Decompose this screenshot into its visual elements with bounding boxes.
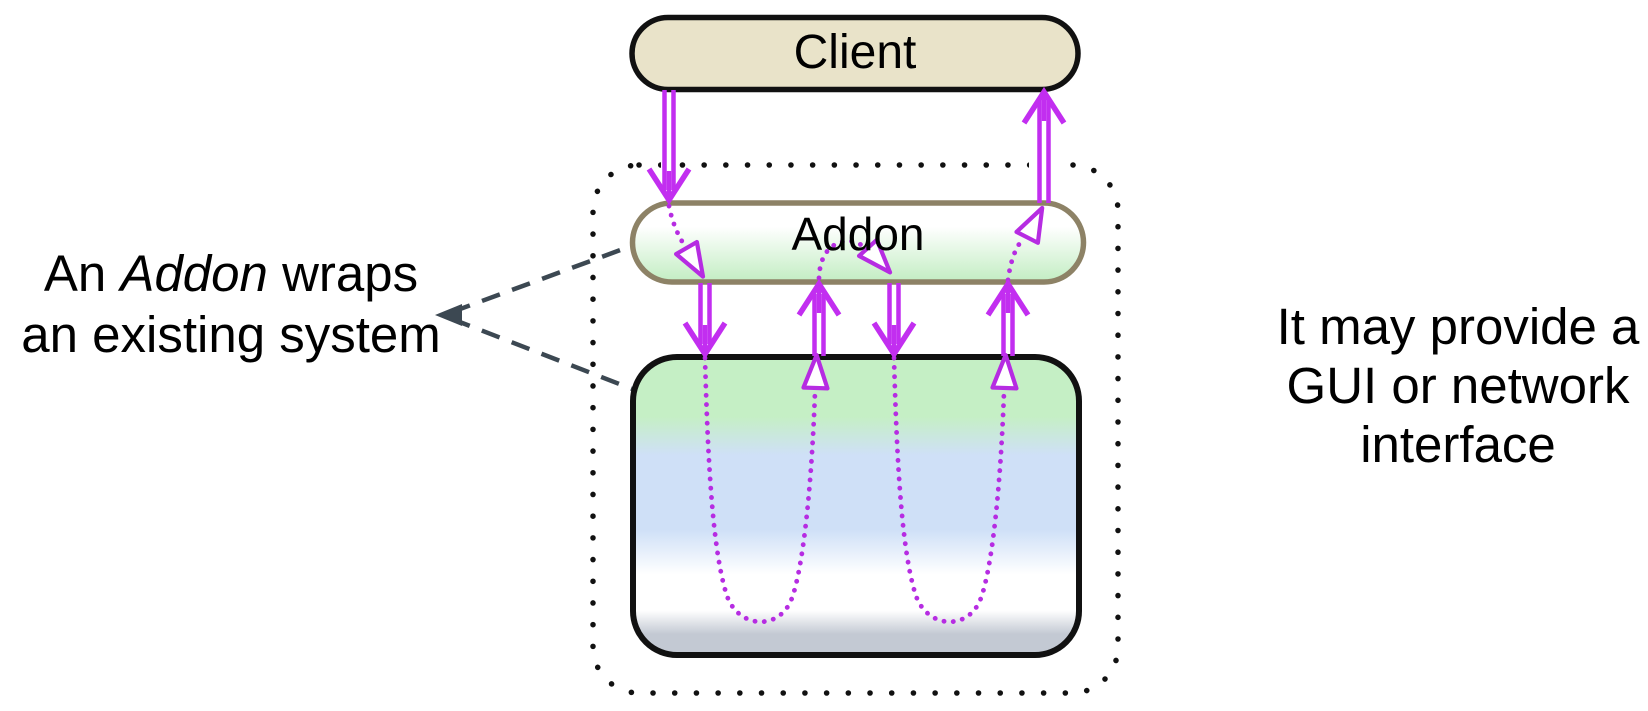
client-node: [629, 14, 1081, 93]
annotation-pointer-dashed: [451, 242, 641, 395]
addon-flow-curve-3: [1005, 235, 1027, 283]
flow-arrowhead-icon: [990, 352, 1019, 391]
system-boundary-dotted-border: [590, 162, 1121, 696]
addon-to-system-arrow-1: [682, 283, 728, 360]
system-to-addon-arrow-2: [985, 278, 1031, 356]
left-annotation-line1: An Addon wraps: [43, 245, 419, 302]
flow-arrowhead-icon: [856, 237, 893, 275]
right-annotation-line3: interface: [1360, 416, 1556, 473]
addon-word-italic: Addon: [120, 245, 268, 302]
right-annotation-line2: GUI or network: [1286, 357, 1630, 414]
right-annotation-line1: It may provide a: [1276, 298, 1640, 355]
left-annotation-line2: an existing system: [21, 306, 441, 363]
right-annotation: It may provide a GUI or network interfac…: [1262, 297, 1648, 474]
pointer-line-to-system: [451, 316, 641, 395]
system-to-addon-arrow-1: [796, 278, 842, 356]
left-annotation: An Addon wraps an existing system: [0, 243, 462, 365]
flow-arrowhead-icon: [674, 239, 706, 279]
system-flow-u-curve-1: [702, 355, 818, 625]
flow-arrowhead-icon: [1014, 205, 1045, 245]
addon-node-label: Addon: [791, 208, 925, 260]
pointer-line-to-addon: [451, 242, 635, 315]
pointer-arrowhead: [435, 304, 462, 326]
addon-to-system-arrow-2: [871, 283, 917, 360]
addon-to-client-arrow: [1021, 86, 1067, 203]
system-flow-u-curve-2: [891, 355, 1007, 625]
client-to-addon-arrow: [646, 90, 692, 206]
addon-flow-curve-2: [816, 238, 869, 281]
flow-arrowhead-icon: [801, 352, 830, 391]
internal-flow-dotted-curves: [666, 203, 1027, 625]
addon-node: [629, 200, 1087, 285]
message-arrows: [646, 86, 1067, 360]
flow-curve-arrowheads: [674, 205, 1045, 391]
existing-system-node: [630, 354, 1082, 658]
client-node-label: Client: [793, 26, 917, 79]
